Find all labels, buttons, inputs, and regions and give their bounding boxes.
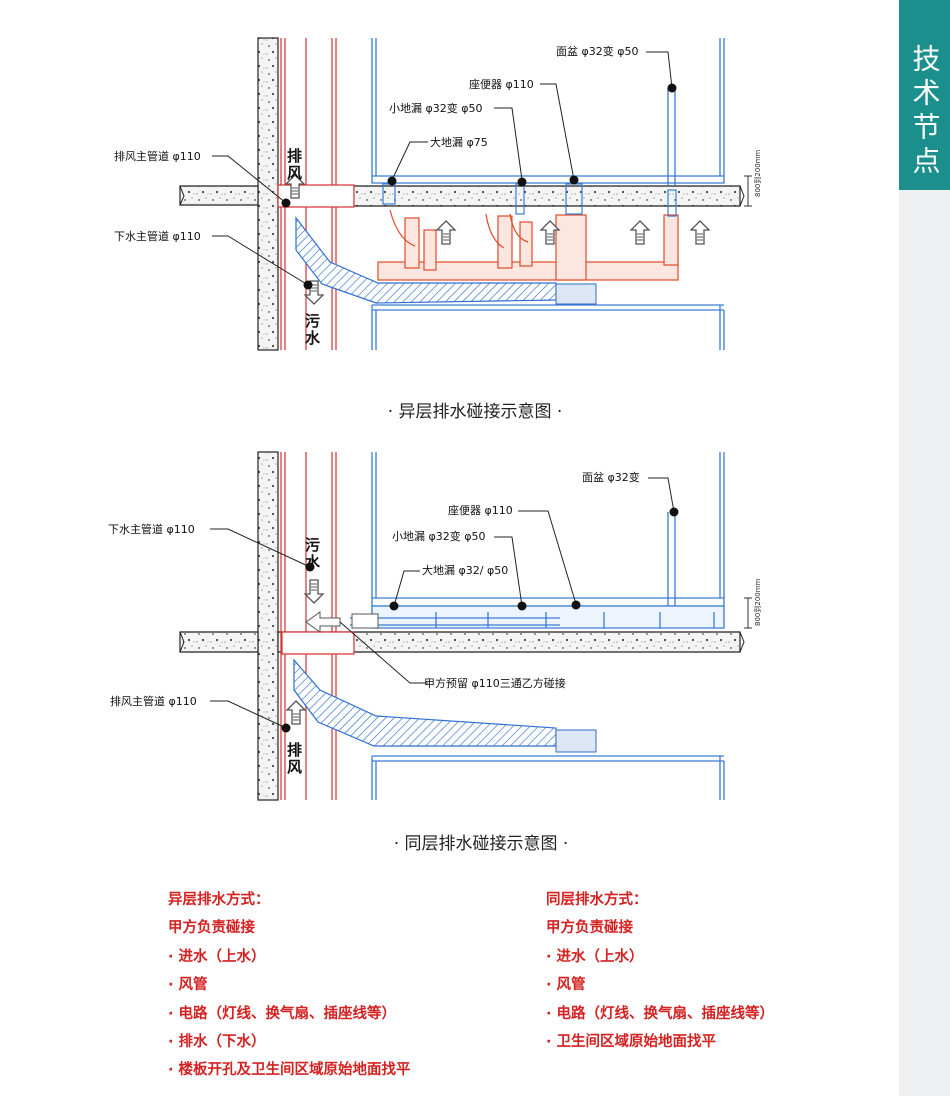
height-dimension (744, 175, 752, 207)
vent-up-arrow (630, 220, 650, 245)
sidebar-tab-technical-nodes[interactable]: 技术节点 (899, 0, 950, 190)
exhaust-fan (555, 283, 597, 305)
notes-left-item: · 电路（灯线、换气扇、插座线等） (168, 1005, 397, 1022)
label-exhaust-word: 排风 (287, 147, 302, 182)
label-small-drain: 小地漏 φ32变 φ50 (392, 529, 486, 543)
riser-pipes (277, 38, 355, 350)
label-big-drain: 大地漏 φ32/ φ50 (422, 563, 508, 577)
label-sewage-word: 污水 (305, 312, 321, 347)
label-sewage-word: 污水 (305, 536, 321, 571)
exhaust-duct (293, 658, 557, 747)
label-toilet: 座便器 φ110 (448, 503, 513, 517)
notes-left-title: 异层排水方式： (168, 892, 270, 908)
label-small-drain: 小地漏 φ32变 φ50 (389, 101, 483, 115)
sidebar: 技术节点 (899, 0, 950, 1096)
notes-left-item: · 进水（上水） (168, 948, 266, 965)
notes-right-item: · 卫生间区域原始地面找平 (546, 1034, 717, 1051)
tee-fitting (351, 613, 379, 629)
notes-right: 同层排水方式： 甲方负责碰接 · 进水（上水） · 风管 · 电路（灯线、换气扇… (546, 886, 774, 1056)
sewage-arrow-icon (304, 579, 324, 604)
bathroom-shell (371, 38, 725, 350)
notes-left-item: · 风管 (168, 977, 208, 994)
vent-up-arrow (690, 220, 710, 245)
notes-right-title: 同层排水方式： (546, 892, 648, 908)
label-sewer-main: 下水主管道 φ110 (108, 522, 195, 536)
height-dimension (744, 597, 752, 629)
label-exhaust-main: 排风主管道 φ110 (110, 694, 197, 708)
label-basin: 面盆 φ32变 φ50 (556, 44, 639, 58)
underfloor-drain-pipes (377, 209, 679, 281)
notes-left-item: 甲方负责碰接 (168, 920, 255, 937)
label-sewer-main: 下水主管道 φ110 (114, 229, 201, 243)
label-exhaust-main: 排风主管道 φ110 (114, 149, 201, 163)
diagram-top: 800到200mm 面盆 φ32变 φ50 座便器 φ110 小地漏 φ32变 … (114, 37, 762, 351)
riser-pipes (280, 452, 355, 800)
wall-column (257, 451, 279, 801)
notes-left: 异层排水方式： 甲方负责碰接 · 进水（上水） · 风管 · 电路（灯线、换气扇… (168, 886, 411, 1085)
vent-up-arrow (436, 220, 456, 245)
notes-left-item: · 排水（下水） (168, 1034, 266, 1051)
sidebar-title: 技术节点 (908, 44, 942, 180)
dimension-text: 800到200mm (754, 578, 762, 626)
sewage-left-arrow-icon (305, 611, 341, 633)
bathroom-shell (350, 452, 725, 800)
dimension-text: 800到200mm (754, 149, 762, 197)
notes-right-item: 甲方负责碰接 (546, 920, 633, 937)
notes-left-item: · 楼板开孔及卫生间区域原始地面找平 (168, 1062, 411, 1079)
notes-right-item: · 风管 (546, 977, 586, 994)
exhaust-arrow-icon (286, 700, 306, 725)
label-exhaust-word: 排风 (287, 741, 302, 776)
label-big-drain: 大地漏 φ75 (430, 135, 488, 149)
exhaust-fan (555, 729, 597, 753)
notes-right-item: · 电路（灯线、换气扇、插座线等） (546, 1005, 775, 1022)
drainage-diagrams: 800到200mm 面盆 φ32变 φ50 座便器 φ110 小地漏 φ32变 … (108, 37, 762, 801)
label-tee: 甲方预留 φ110三通乙方碰接 (424, 676, 566, 690)
caption-bottom: · 同层排水碰接示意图 · (393, 834, 569, 854)
label-toilet: 座便器 φ110 (469, 77, 534, 91)
diagram-bottom: 800到200mm 面盆 φ32变 座便器 φ110 小地漏 φ32变 φ50 … (108, 451, 762, 801)
notes-right-item: · 进水（上水） (546, 948, 644, 965)
caption-top: · 异层排水碰接示意图 · (387, 402, 563, 422)
label-basin: 面盆 φ32变 (582, 470, 640, 484)
